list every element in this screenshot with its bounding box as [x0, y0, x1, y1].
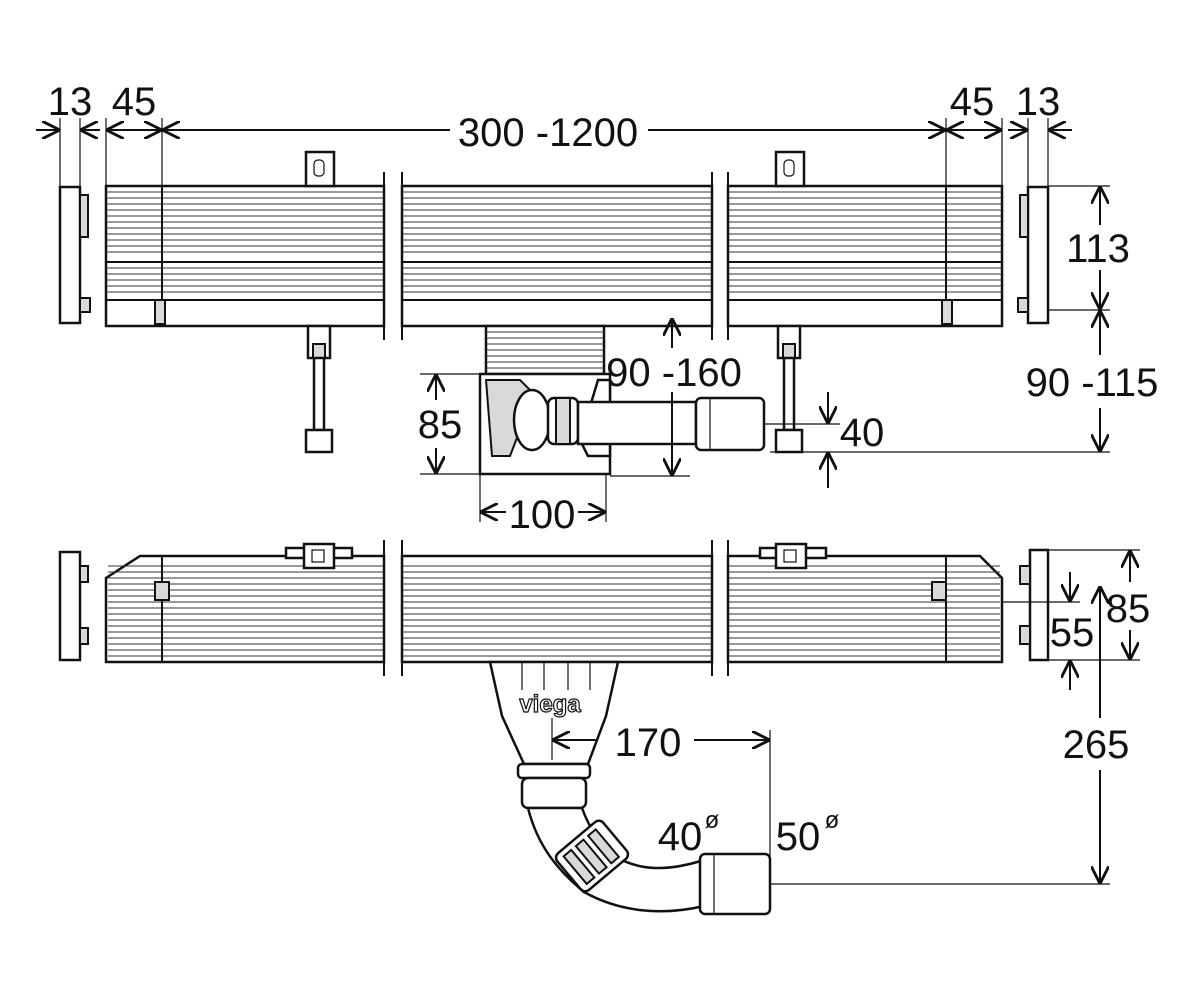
outlet-trap-top [478, 324, 766, 476]
dim-channel-height: 113 [1066, 227, 1130, 271]
height-adjustable-foot-right [774, 324, 804, 454]
dim-outlet-size: 40 [840, 411, 885, 455]
dim-right-cap: 13 [1016, 80, 1061, 124]
pipe-inner-diameter: 40 [658, 815, 703, 859]
side-dim-total-height: 265 [1063, 723, 1130, 767]
dim-body-width: 100 [509, 493, 576, 537]
dim-outlet-height: 90 -160 [606, 351, 742, 395]
height-adjustable-foot-left [304, 324, 334, 454]
pipe-outer-diameter: 50 [776, 815, 821, 859]
mounting-clip-top-left [304, 150, 336, 188]
channel-segment-middle [400, 184, 714, 328]
side-view-channel: viega [58, 540, 1050, 916]
channel-segment-left [104, 184, 386, 328]
side-view-dimensions: 85 55 265 170 40 ø 50 ø [551, 549, 1151, 885]
mounting-clip-top-right [774, 150, 806, 188]
side-left-end-cap [58, 550, 82, 662]
dim-right-end: 45 [950, 80, 995, 124]
dim-install-height: 90 -115 [1026, 361, 1159, 405]
top-view-channel [58, 150, 1050, 476]
right-end-cap [1026, 185, 1050, 325]
diameter-symbol-inner: ø [705, 807, 720, 834]
viega-logo: viega [519, 691, 581, 718]
side-dim-offset: 170 [615, 721, 682, 765]
dim-channel-length: 300 -1200 [458, 111, 638, 155]
side-clip-right [758, 542, 828, 570]
dim-left-cap: 13 [48, 80, 93, 124]
outlet-trap-side: viega [488, 660, 772, 916]
side-dim-height: 85 [1106, 587, 1151, 631]
side-right-end-cap [1028, 548, 1050, 662]
dim-left-end: 45 [112, 80, 157, 124]
dim-body-height: 85 [418, 403, 463, 447]
left-end-cap [58, 185, 82, 325]
channel-ribs [106, 191, 1002, 293]
side-dim-inner-height: 55 [1050, 611, 1095, 655]
channel-segment-right [726, 184, 1004, 328]
top-view-dimensions: 13 45 300 -1200 45 13 113 90 -115 90 -16… [36, 80, 1158, 537]
side-clip-left [284, 542, 354, 570]
diameter-symbol-outer: ø [825, 807, 840, 834]
